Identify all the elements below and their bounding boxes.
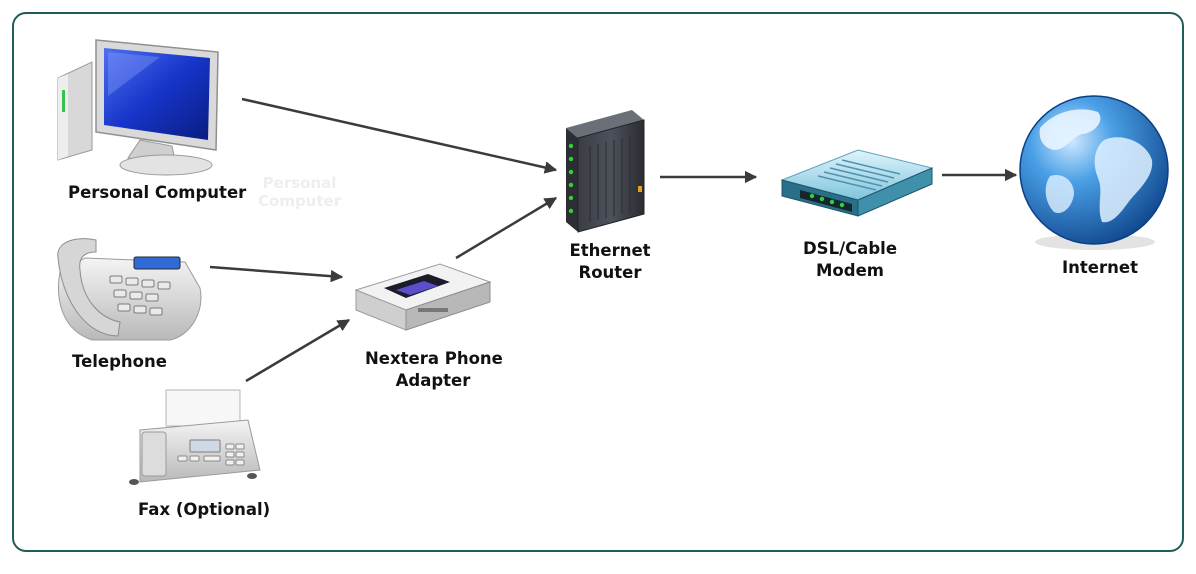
desktop-computer-icon xyxy=(57,39,219,176)
modem-icon xyxy=(780,149,934,217)
computer-label: Personal Computer xyxy=(68,183,247,202)
telephone-label: Telephone xyxy=(72,352,167,371)
phone-adapter-icon xyxy=(354,263,492,331)
edge-telephone-adapter xyxy=(209,265,344,283)
telephone-icon xyxy=(57,238,202,341)
edge-adapter-router xyxy=(455,196,558,260)
router-icon xyxy=(566,110,645,233)
modem-label: DSL/Cable Modem xyxy=(802,239,898,280)
adapter-label: Nextera Phone Adapter xyxy=(365,349,503,390)
computer-ghost-label: Personal Computer xyxy=(258,174,342,210)
globe-icon xyxy=(1019,95,1169,250)
edge-fax-adapter xyxy=(245,318,351,383)
fax-machine-icon xyxy=(129,389,261,485)
edge-computer-router xyxy=(241,97,558,174)
internet-label: Internet xyxy=(1062,258,1138,277)
router-label: Ethernet Router xyxy=(569,241,651,282)
fax-label: Fax (Optional) xyxy=(138,500,271,519)
